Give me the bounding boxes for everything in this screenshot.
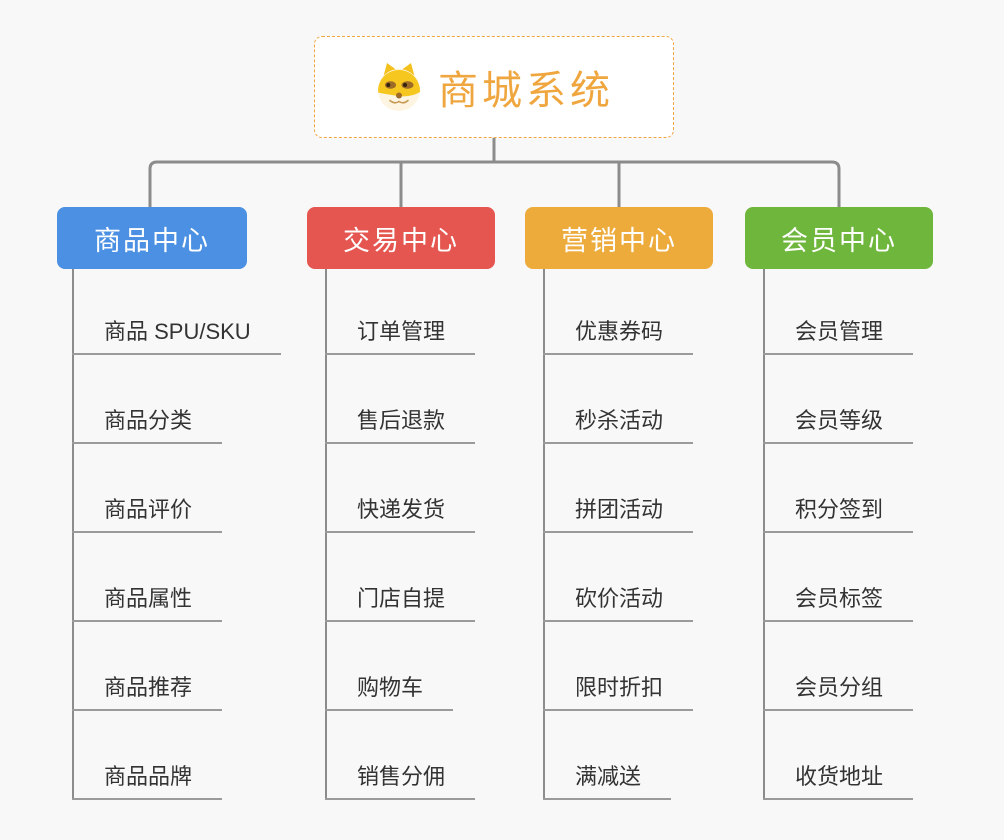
root-title: 商城系统 bbox=[438, 69, 614, 113]
sub-node[interactable]: 销售分佣 bbox=[325, 762, 476, 800]
sub-node[interactable]: 商品推荐 bbox=[72, 673, 223, 711]
branch-node-product-center[interactable]: 商品中心 bbox=[57, 207, 247, 269]
root-node[interactable]: 商城系统 bbox=[314, 36, 674, 138]
sub-node[interactable]: 限时折扣 bbox=[543, 673, 694, 711]
branch-node-marketing-center[interactable]: 营销中心 bbox=[525, 207, 713, 269]
sub-node[interactable]: 门店自提 bbox=[325, 584, 476, 622]
sub-node[interactable]: 砍价活动 bbox=[543, 584, 694, 622]
doge-icon bbox=[378, 63, 420, 111]
sub-node[interactable]: 商品品牌 bbox=[72, 762, 223, 800]
sub-node[interactable]: 拼团活动 bbox=[543, 495, 694, 533]
sub-node[interactable]: 优惠券码 bbox=[543, 317, 694, 355]
branch-spine-line-3 bbox=[543, 269, 545, 800]
sub-node[interactable]: 快递发货 bbox=[325, 495, 476, 533]
branch-spine-line-1 bbox=[72, 269, 74, 800]
sub-node[interactable]: 收货地址 bbox=[763, 762, 914, 800]
sub-node[interactable]: 商品 SPU/SKU bbox=[72, 317, 281, 355]
sub-node[interactable]: 售后退款 bbox=[325, 406, 476, 444]
branch-spine-line-4 bbox=[763, 269, 765, 800]
sub-node[interactable]: 订单管理 bbox=[325, 317, 476, 355]
branch-rail-line bbox=[148, 160, 841, 207]
sub-node[interactable]: 购物车 bbox=[325, 673, 454, 711]
branch-node-trade-center[interactable]: 交易中心 bbox=[307, 207, 495, 269]
sub-node[interactable]: 商品属性 bbox=[72, 584, 223, 622]
sub-node[interactable]: 商品分类 bbox=[72, 406, 223, 444]
sub-node[interactable]: 会员标签 bbox=[763, 584, 914, 622]
sub-node[interactable]: 会员分组 bbox=[763, 673, 914, 711]
sub-node[interactable]: 商品评价 bbox=[72, 495, 223, 533]
branch-node-member-center[interactable]: 会员中心 bbox=[745, 207, 933, 269]
sub-node[interactable]: 会员管理 bbox=[763, 317, 914, 355]
sub-node[interactable]: 积分签到 bbox=[763, 495, 914, 533]
branch-spine-line-2 bbox=[325, 269, 327, 800]
sub-node[interactable]: 满减送 bbox=[543, 762, 672, 800]
sub-node[interactable]: 会员等级 bbox=[763, 406, 914, 444]
sub-node[interactable]: 秒杀活动 bbox=[543, 406, 694, 444]
